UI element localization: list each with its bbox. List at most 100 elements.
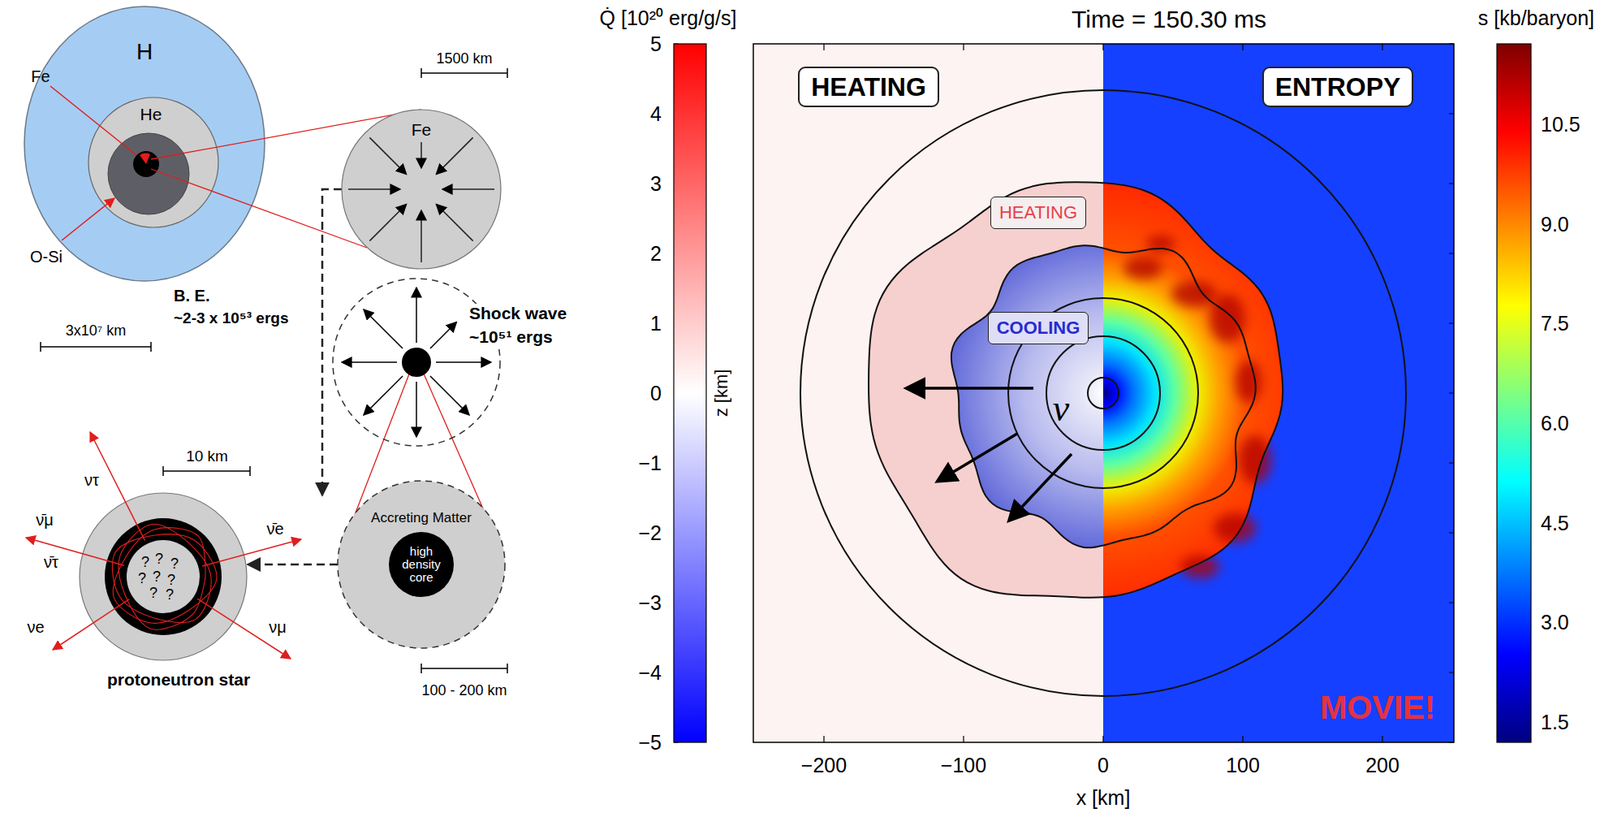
- plume: [1209, 293, 1246, 343]
- tick-label: 1: [650, 311, 662, 336]
- energy-label: ~2-3 x 10⁵³ ergs: [173, 309, 289, 328]
- plume: [1235, 360, 1262, 403]
- question-mark: ?: [155, 550, 164, 568]
- iron-core-zoom: [341, 109, 501, 269]
- node-label: H: [136, 38, 153, 65]
- question-mark: ?: [152, 568, 161, 586]
- node-label: high density core: [392, 544, 451, 583]
- tick: [1102, 43, 1104, 742]
- drawing-part: [337, 480, 505, 648]
- question-mark: ?: [141, 553, 150, 571]
- tick-label: 100: [1225, 753, 1260, 777]
- tick-label: 9.0: [1540, 211, 1570, 236]
- zoom-line: [150, 168, 367, 248]
- shock-contour: [868, 181, 1283, 598]
- scale-bars: [40, 68, 508, 673]
- region-label-box: COOLING: [987, 311, 1090, 344]
- panel-title-box: ENTROPY: [1262, 66, 1415, 108]
- sequence-arrow: [247, 563, 338, 566]
- layer-label: Fe: [30, 67, 50, 87]
- helium-shell-node: He: [88, 97, 219, 228]
- energy-label: B. E.: [173, 286, 210, 306]
- outflow-arrow: [341, 361, 397, 363]
- scale-label: 10 km: [185, 447, 229, 466]
- node-label: He: [140, 104, 163, 125]
- colorbar: [1496, 43, 1531, 742]
- axis-title: x [km]: [1076, 785, 1131, 810]
- neutrino-label: ν̄μ: [35, 510, 54, 530]
- colorbar: [673, 43, 707, 742]
- question-mark: ?: [149, 584, 158, 602]
- neutrino-arrow: [907, 386, 1034, 390]
- iron-core-node: Fe: [341, 109, 501, 269]
- neutrino-label: νμ: [268, 617, 287, 637]
- neutrino-arrow: [202, 539, 302, 566]
- protoneutron-star-outer: [79, 492, 247, 660]
- tick-label: 6.0: [1540, 411, 1570, 436]
- simulation-plot: [673, 43, 1531, 742]
- tick-label: −2: [638, 521, 662, 545]
- tick-label: 3.0: [1540, 610, 1570, 634]
- accretion-region: [337, 480, 505, 648]
- density-contour: [800, 90, 1406, 696]
- neutrino-arrow: [52, 599, 130, 650]
- tick-label: −4: [638, 660, 662, 685]
- movie-note: MOVIE!: [1319, 688, 1436, 726]
- box-label: HEATING: [999, 202, 1078, 223]
- outflow-arrow: [415, 381, 418, 437]
- tick-label: 5: [650, 32, 662, 57]
- scale-label: 3x10⁷ km: [65, 322, 127, 340]
- neutrino-symbol: ν: [1052, 387, 1070, 431]
- scale-bar: [40, 341, 151, 352]
- neutrino-arrow: [938, 433, 1018, 481]
- tick-label: −5: [638, 730, 662, 755]
- tick: [673, 112, 1454, 114]
- hydrogen-envelope: [24, 6, 265, 281]
- core-node: high density core: [388, 531, 454, 597]
- tick: [673, 601, 1454, 603]
- infall-arrow: [435, 203, 473, 241]
- tick-label: 3: [650, 172, 662, 196]
- plume: [1238, 435, 1272, 484]
- neutrino-arrow: [25, 537, 125, 565]
- leader-line: [50, 86, 137, 156]
- panel-title-box: HEATING: [797, 66, 940, 108]
- oxygen-silicon-shell: [107, 133, 190, 215]
- protoneutron-star-ring: [104, 517, 222, 635]
- tick-label: −1: [638, 451, 662, 475]
- heating-region: [868, 181, 1104, 598]
- node-shape: [79, 492, 247, 660]
- scale-label: 100 - 200 km: [421, 681, 507, 699]
- node-label: Fe: [411, 120, 432, 140]
- infall-arrow: [420, 142, 423, 169]
- tick: [673, 43, 1454, 44]
- accretion-node: high density coreAccreting Matter: [337, 480, 505, 648]
- outflow-arrow: [430, 322, 458, 350]
- scale-bar: [421, 68, 508, 78]
- colorbar-title: s [kb/baryon]: [1478, 6, 1595, 31]
- region-label-box: HEATING: [990, 196, 1087, 229]
- star-layers: He H: [24, 6, 265, 281]
- outflow-arrow: [363, 375, 403, 415]
- tick-label: 4.5: [1540, 510, 1570, 535]
- infall-arrow: [369, 137, 406, 174]
- outflow-arrow: [430, 375, 470, 415]
- scale-bar: [163, 465, 251, 476]
- box-label: COOLING: [996, 317, 1081, 338]
- scale-label: 1500 km: [435, 50, 492, 68]
- tick-label: −100: [940, 753, 987, 777]
- tick: [962, 43, 964, 742]
- gain-contour: [951, 245, 1256, 548]
- neutrino-arrow: [197, 598, 291, 659]
- iron-core: [133, 150, 160, 177]
- tick-label: 0: [650, 381, 662, 406]
- question-mark: ?: [167, 571, 176, 589]
- neutrino-arrow: [1009, 453, 1072, 520]
- plume: [1171, 280, 1217, 307]
- outflow-arrow: [363, 309, 403, 349]
- question-mark: ?: [165, 586, 174, 604]
- tick: [1242, 43, 1243, 742]
- scale-bar: [421, 663, 508, 673]
